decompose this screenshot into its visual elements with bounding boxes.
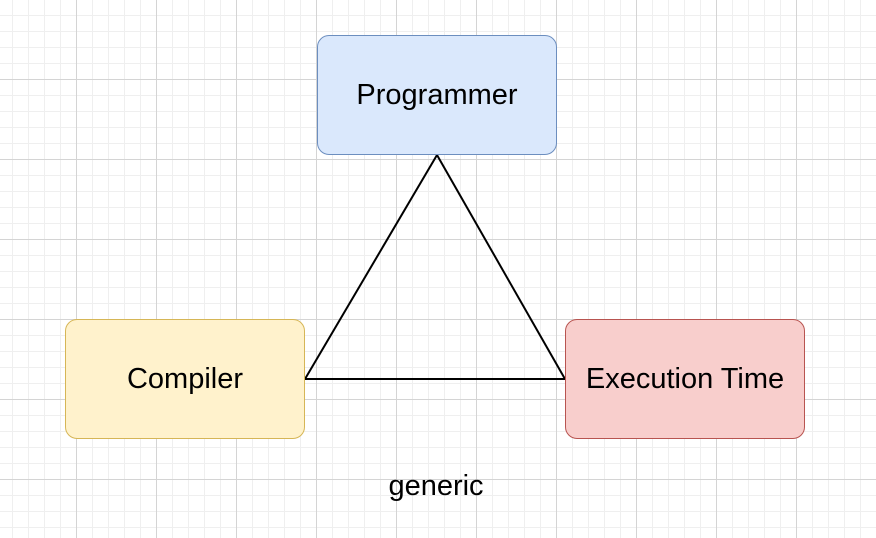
programmer-label: Programmer (356, 78, 518, 111)
compiler-node[interactable]: Compiler (65, 319, 305, 439)
compiler-label: Compiler (126, 362, 244, 395)
programmer-node[interactable]: Programmer (317, 35, 557, 155)
diagram-caption: generic (388, 470, 484, 502)
edge-programmer-compiler (304, 154, 438, 380)
execution-time-node[interactable]: Execution Time (565, 319, 805, 439)
execution-time-label: Execution Time (585, 362, 785, 395)
edge-programmer-execution-time (436, 154, 566, 380)
